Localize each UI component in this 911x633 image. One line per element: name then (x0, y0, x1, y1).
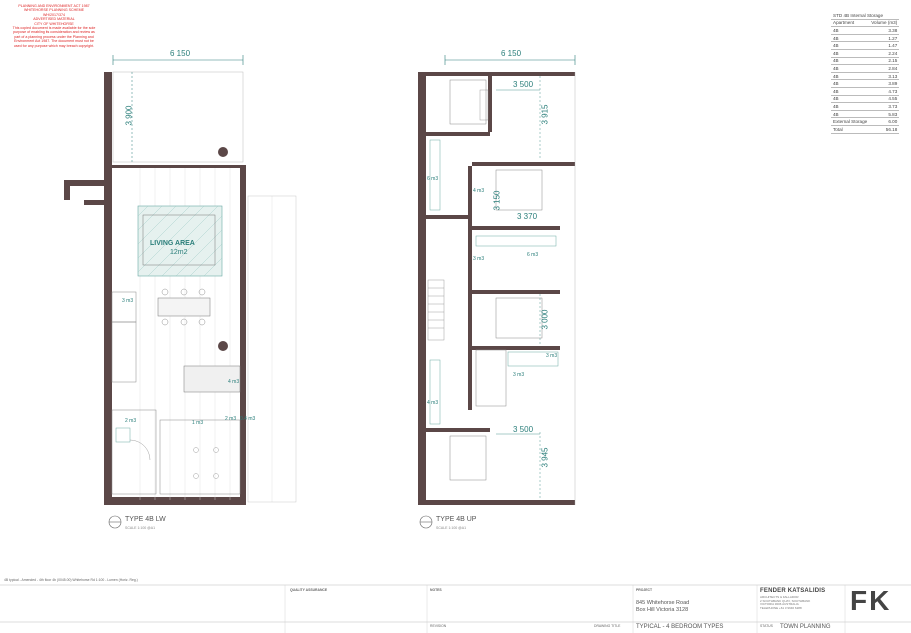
project-address: 845 Whitehorse Road Box Hill Victoria 31… (636, 600, 689, 614)
storage-label: 2 m3 (225, 416, 237, 422)
table-cell: 4B (831, 64, 870, 73)
revision-label: REVISION (430, 624, 447, 628)
table-cell: 4B (831, 87, 870, 96)
upper-dimension: 3 150 (492, 190, 502, 211)
lower-depth-dimension: 3 900 (124, 105, 134, 126)
table-cell: 2.84 (869, 64, 900, 73)
storage-label: 3 m3 (122, 298, 134, 304)
table-cell: 4B (831, 34, 870, 43)
storage-label: 6 m3 (527, 252, 539, 258)
table-cell: 3.38 (869, 26, 900, 35)
table-cell: 4.73 (869, 87, 900, 96)
table-cell: 4B (831, 41, 870, 50)
table-cell: 4.55 (869, 95, 900, 104)
stamp-line: part of a planning process under the Pla… (14, 34, 94, 39)
firm-name: FENDER KATSALIDIS (760, 588, 826, 594)
stamp-line: This copied document is made available f… (12, 26, 96, 31)
upper-dimension: 3 370 (517, 212, 538, 221)
lower-floor-plan (64, 55, 297, 529)
storage-label: 6 m3 (427, 176, 439, 182)
storage-label: 2 m3 (125, 418, 137, 424)
storage-table-title: STD 4B Internal Storage (831, 12, 900, 20)
table-cell: 3.13 (869, 72, 900, 81)
quality-label: QUALITY ASSURANCE (290, 588, 328, 592)
storage-label: 1 m3 (192, 420, 204, 426)
storage-label: 4 m3 (228, 379, 240, 385)
table-cell: 3.89 (869, 79, 900, 88)
storage-label: 4 m3 (473, 188, 485, 194)
table-cell: 2.15 (869, 57, 900, 66)
table-cell: 4B (831, 72, 870, 81)
lower-plan-caption: TYPE 4B LW (125, 516, 166, 523)
storage-label: 3 m3 (513, 372, 525, 378)
upper-width-dimension: 6 150 (501, 49, 522, 58)
firm-detail-line: VICTORIA 3006 AUSTRALIA (760, 602, 799, 607)
living-area-size: 12m2 (170, 249, 188, 256)
storage-label: 0.4 m3 (240, 416, 256, 422)
table-cell: 4B (831, 79, 870, 88)
living-area-label: LIVING AREA (150, 240, 195, 247)
firm-logo: FK (850, 585, 892, 616)
drawing-label: DRAWING TITLE (594, 624, 621, 628)
table-cell: 4B (831, 26, 870, 35)
address-line: 845 Whitehorse Road (636, 600, 690, 606)
storage-label: 3 m3 (546, 353, 558, 359)
storage-label: 4 m3 (427, 400, 439, 406)
table-cell: 4B (831, 102, 870, 111)
table-cell: 6.00 (869, 117, 900, 126)
upper-dimension: 3 945 (540, 447, 550, 468)
lower-plan-scale: SCALE 1:100 @A1 (125, 526, 156, 530)
status-value: TOWN PLANNING (780, 624, 831, 630)
stamp-line: PLANNING AND ENVIRONMENT ACT 1987 (18, 4, 90, 8)
table-cell: 4B (831, 95, 870, 104)
firm-details: ARCHITECTS & FALLADOR 2 SOUTHBANK QUAY, … (760, 595, 811, 610)
storage-table-header: Apartment (831, 19, 870, 28)
table-cell: External Storage (831, 117, 870, 126)
lower-width-dimension: 6 150 (170, 49, 191, 58)
upper-dimension: 3 000 (540, 309, 550, 330)
firm-detail-line: ARCHITECTS & FALLADOR (760, 595, 799, 599)
upper-plan-caption: TYPE 4B UP (436, 516, 477, 523)
upper-floor-plan (418, 55, 576, 529)
address-label: PROJECT (636, 588, 653, 592)
table-cell: 4B (831, 49, 870, 58)
stamp-line: Environment Act 1987. The document must … (14, 39, 94, 44)
stamp-line: WH/2017/374 (43, 12, 65, 17)
stamp-line: used for any purpose which may breach co… (13, 43, 95, 48)
upper-dimension: 3 500 (513, 80, 534, 89)
table-cell: 4B (831, 57, 870, 66)
stamp-line: WHITEHORSE PLANNING SCHEME (23, 8, 85, 13)
table-cell: 5.83 (869, 110, 900, 119)
stamp-line: CITY OF WHITEHORSE (34, 21, 74, 26)
upper-plan-scale: SCALE 1:100 @A1 (436, 526, 467, 530)
stamp-line: purpose of enabling its consideration an… (13, 30, 95, 35)
upper-dimension: 3 915 (540, 104, 550, 125)
address-line: Box Hill Victoria 3128 (636, 607, 689, 613)
table-cell: 4B (831, 110, 870, 119)
table-cell: Total (831, 125, 870, 134)
storage-label: 3 m3 (473, 256, 485, 262)
storage-table: STD 4B Internal Storage Apartment Volume… (831, 12, 900, 134)
planning-stamp: PLANNING AND ENVIRONMENT ACT 1987 WHITEH… (6, 4, 102, 48)
table-cell: 56.18 (869, 125, 900, 134)
firm-detail-line: TELEPHONE +61 3 9646 6288 (760, 605, 802, 610)
issue-note: 4B typical - Amended - 4th floor 4b (004… (4, 578, 138, 582)
stamp-line: ADVERTISED MATERIAL (33, 17, 75, 22)
upper-dimension: 3 500 (513, 425, 534, 434)
table-cell: 1.47 (869, 41, 900, 50)
firm-detail-line: 2 SOUTHBANK QUAY, SOUTHBANK (760, 598, 811, 603)
notes-label: NOTES (430, 588, 442, 592)
table-cell: 1.27 (869, 34, 900, 43)
table-cell: 2.24 (869, 49, 900, 58)
table-cell: 3.73 (869, 102, 900, 111)
storage-table-header: Volume (m3) (869, 19, 900, 28)
status-label: STATUS (760, 624, 773, 628)
title-block-frame (0, 584, 911, 633)
drawing-title: TYPICAL - 4 BEDROOM TYPES (636, 624, 724, 630)
